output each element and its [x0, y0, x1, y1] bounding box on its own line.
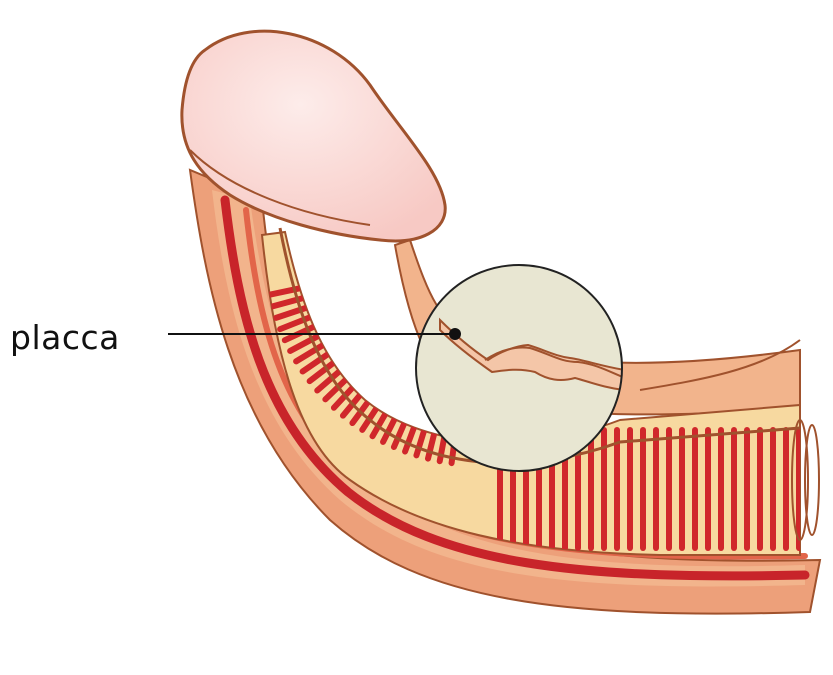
erectile-septum — [343, 331, 413, 416]
erectile-septum — [362, 338, 422, 430]
plaque-label: placca — [10, 318, 120, 357]
erectile-septum — [317, 319, 400, 391]
plaque-marker-dot — [449, 328, 461, 340]
erectile-septum — [352, 335, 417, 424]
